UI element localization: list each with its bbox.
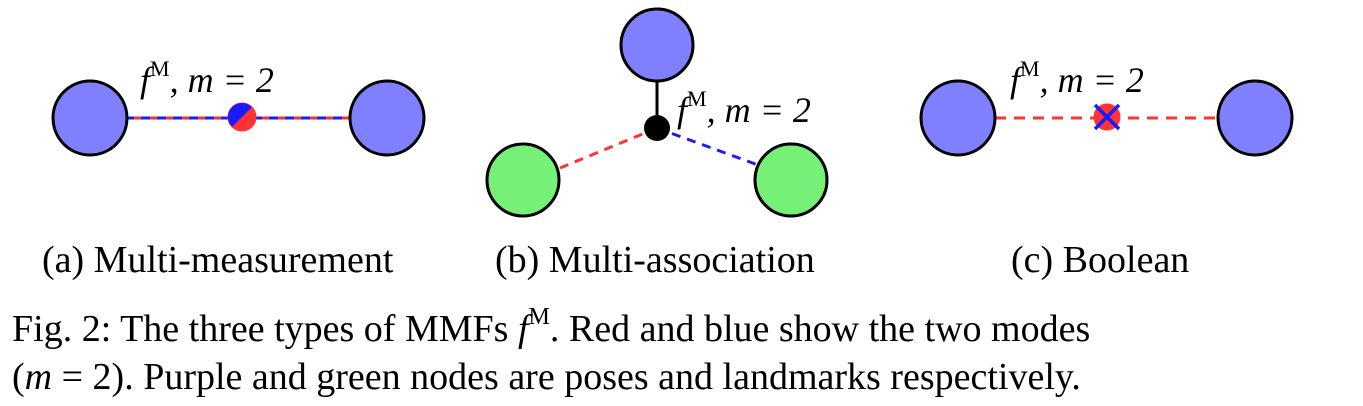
caption-line1-suffix: . Red and blue show the two modes (549, 308, 1091, 350)
panel-c-factor-node (1093, 103, 1121, 131)
panel-b-edge-blue (656, 126, 759, 167)
mode-count: , m = 2 (170, 60, 274, 100)
panel-b-factor-label: fM, m = 2 (677, 86, 811, 130)
caption-open-paren: ( (12, 356, 25, 398)
figure-caption-line-1: Fig. 2: The three types of MMFs fM. Red … (12, 305, 1091, 350)
caption-line2-suffix: ). Purple and green nodes are poses and … (111, 356, 1081, 398)
figure-caption-line-2: (m = 2). Purple and green nodes are pose… (12, 358, 1081, 396)
panel-c-caption: (c) Boolean (1011, 239, 1189, 281)
panel-c-pose-node-left (919, 79, 997, 157)
panel-b-edge-red (559, 126, 658, 170)
panel-b-caption: (b) Multi-association (495, 239, 815, 281)
caption-mode-equals: = 2 (52, 356, 112, 398)
panel-c-pose-node-right (1216, 79, 1294, 157)
panel-b-factor-node (644, 115, 670, 141)
panel-b-landmark-node-right (753, 142, 829, 218)
mode-count: , m = 2 (707, 90, 811, 130)
factor-superscript: M (1020, 56, 1040, 81)
panel-a-multi-measurement: fM, m = 2 (a) Multi-measurement (42, 56, 426, 281)
caption-factor-symbol: f (517, 308, 529, 350)
caption-prefix: Fig. 2: The three types of MMFs (12, 308, 518, 350)
panel-a-caption: (a) Multi-measurement (42, 239, 394, 281)
panel-c-factor-label: fM, m = 2 (1010, 56, 1144, 100)
caption-factor-superscript: M (528, 304, 550, 330)
mode-count: , m = 2 (1040, 60, 1144, 100)
caption-mode-variable: m (24, 356, 53, 398)
panel-a-factor-label: fM, m = 2 (140, 56, 274, 100)
panel-a-pose-node-right (348, 79, 426, 157)
panel-b-landmark-node-left (485, 142, 561, 218)
panel-b-multi-association: fM, m = 2 (b) Multi-association (485, 7, 829, 281)
panel-a-pose-node-left (51, 79, 129, 157)
panel-c-boolean: fM, m = 2 (c) Boolean (919, 56, 1294, 281)
factor-superscript: M (150, 56, 170, 81)
panel-b-pose-node (619, 7, 695, 83)
factor-superscript: M (687, 86, 707, 111)
panel-a-factor-node (227, 102, 257, 132)
